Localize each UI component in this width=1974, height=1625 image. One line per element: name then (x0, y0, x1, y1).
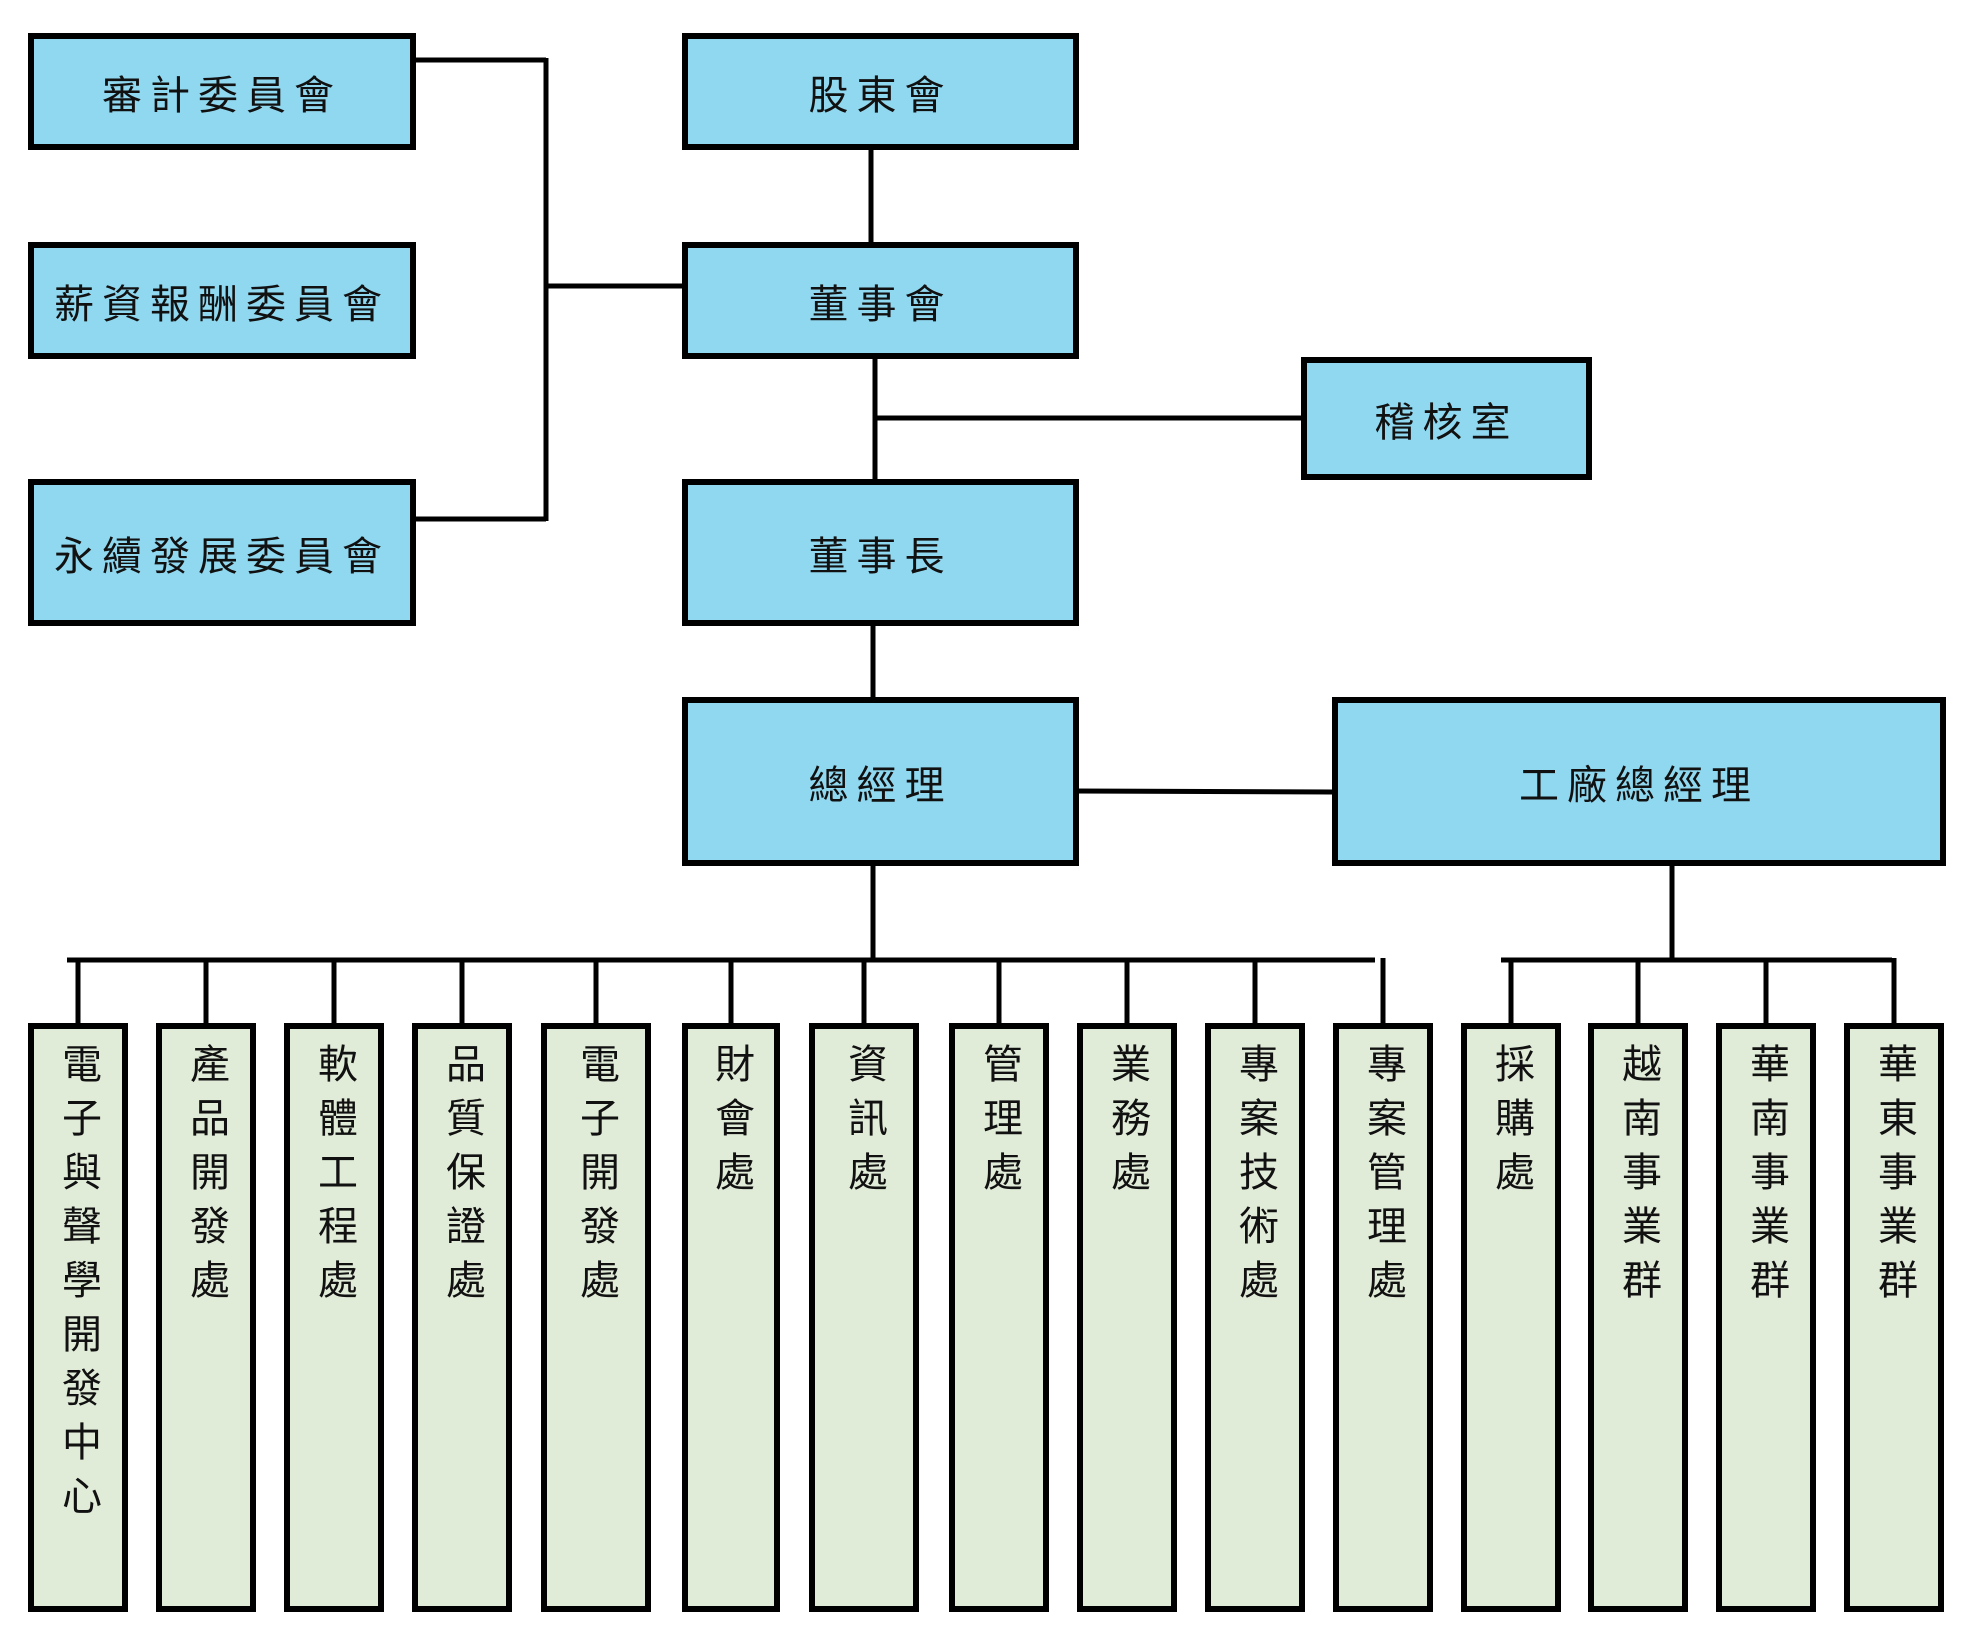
president-label: 總經理 (808, 762, 953, 809)
audit-office-label: 稽核室 (1374, 399, 1519, 446)
committee-sustainability: 永續發展委員會 (28, 479, 416, 626)
committee-remuneration: 薪資報酬委員會 (28, 242, 416, 359)
president-box: 總經理 (682, 697, 1079, 866)
shareholders-box: 股東會 (682, 33, 1079, 150)
department-box: 資訊處 (809, 1023, 919, 1612)
department-label: 專案管理處 (1360, 1043, 1406, 1313)
department-box: 軟體工程處 (284, 1023, 384, 1612)
department-box: 電子與聲學開發中心 (28, 1023, 128, 1612)
department-box: 品質保證處 (412, 1023, 512, 1612)
committee-label: 薪資報酬委員會 (54, 281, 390, 328)
department-box: 電子開發處 (541, 1023, 651, 1612)
department-box: 專案技術處 (1205, 1023, 1305, 1612)
plant-department-label: 採購處 (1488, 1043, 1534, 1205)
department-label: 產品開發處 (183, 1043, 229, 1313)
committee-label: 永續發展委員會 (54, 533, 390, 580)
committee-audit: 審計委員會 (28, 33, 416, 150)
plant-department-label: 華東事業群 (1871, 1043, 1917, 1313)
plant-department-box: 華東事業群 (1844, 1023, 1944, 1612)
connector-president-plant (1073, 788, 1333, 795)
department-label: 電子開發處 (573, 1043, 619, 1313)
board-box: 董事會 (682, 242, 1079, 359)
department-box: 產品開發處 (156, 1023, 256, 1612)
department-label: 資訊處 (841, 1043, 887, 1205)
committee-label: 審計委員會 (102, 72, 342, 119)
plant-president-label: 工廠總經理 (1519, 762, 1759, 809)
department-label: 電子與聲學開發中心 (55, 1043, 101, 1529)
department-label: 專案技術處 (1232, 1043, 1278, 1313)
plant-department-box: 華南事業群 (1716, 1023, 1816, 1612)
plant-president-box: 工廠總經理 (1332, 697, 1946, 866)
board-label: 董事會 (808, 281, 953, 328)
department-label: 業務處 (1104, 1043, 1150, 1205)
department-label: 管理處 (976, 1043, 1022, 1205)
department-box: 財會處 (682, 1023, 780, 1612)
department-label: 品質保證處 (439, 1043, 485, 1313)
audit-office-box: 稽核室 (1301, 357, 1592, 480)
shareholders-label: 股東會 (808, 72, 953, 119)
plant-department-box: 越南事業群 (1588, 1023, 1688, 1612)
department-label: 財會處 (708, 1043, 754, 1205)
plant-department-label: 華南事業群 (1743, 1043, 1789, 1313)
department-box: 專案管理處 (1333, 1023, 1433, 1612)
department-label: 軟體工程處 (311, 1043, 357, 1313)
plant-department-box: 採購處 (1461, 1023, 1561, 1612)
department-box: 業務處 (1077, 1023, 1177, 1612)
plant-department-label: 越南事業群 (1615, 1043, 1661, 1313)
department-box: 管理處 (949, 1023, 1049, 1612)
chairman-box: 董事長 (682, 479, 1079, 626)
chairman-label: 董事長 (808, 533, 953, 580)
